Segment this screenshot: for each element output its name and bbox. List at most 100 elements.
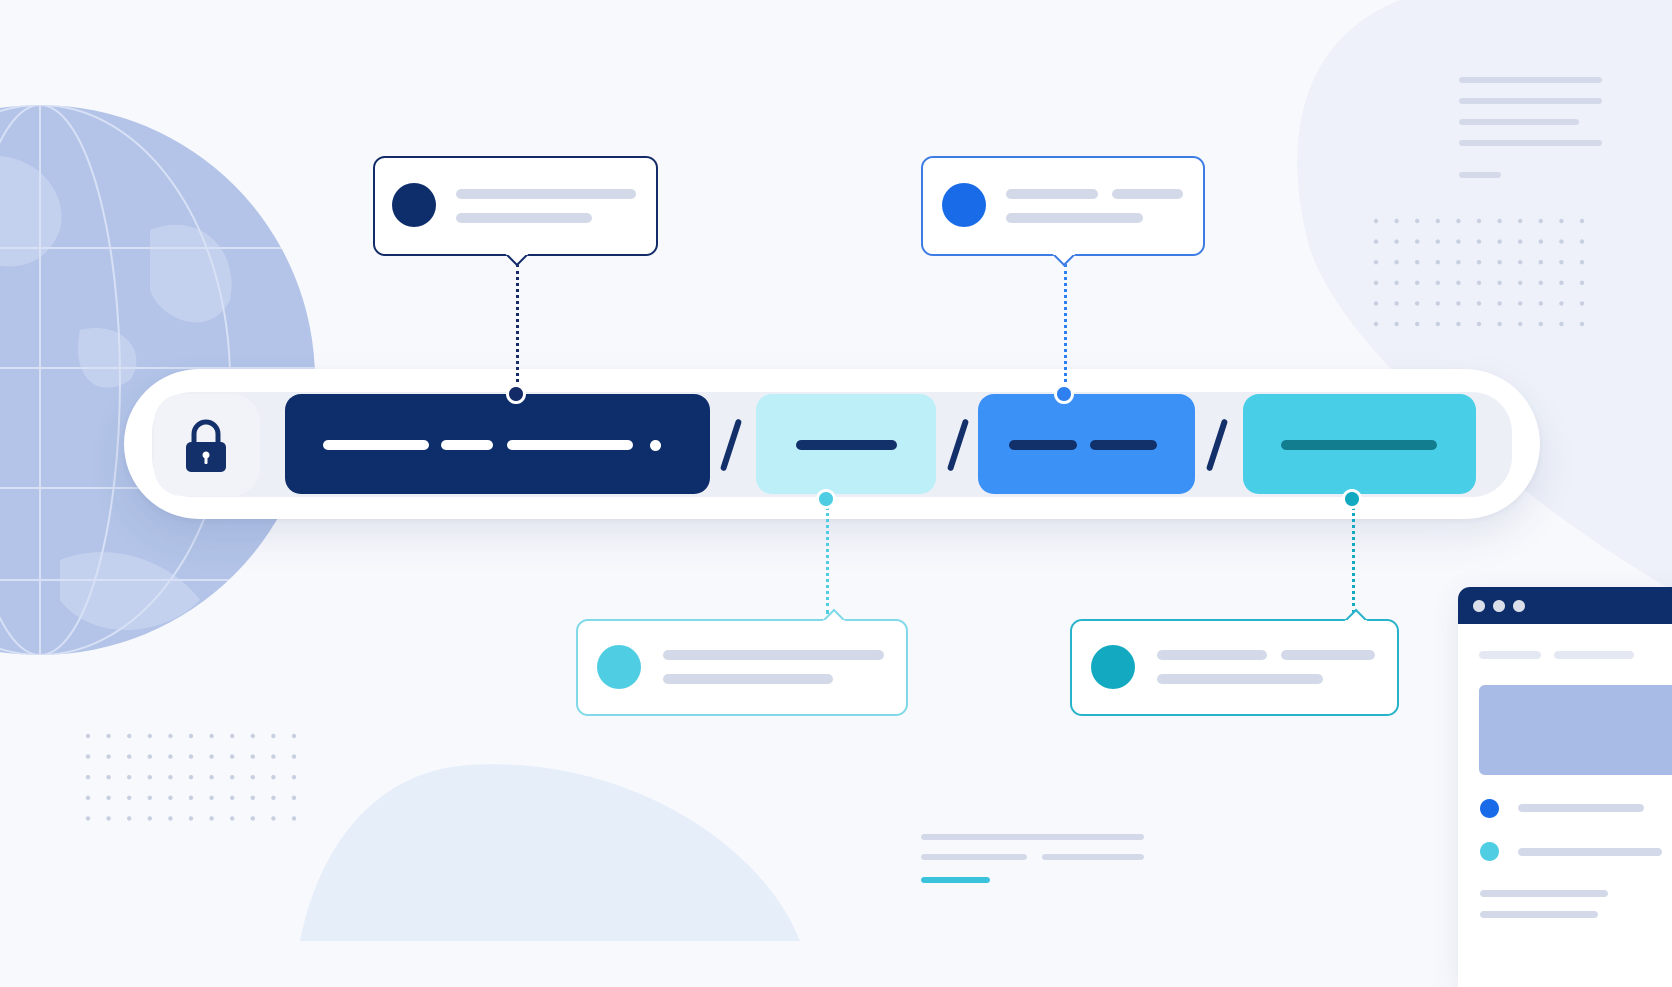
lock-icon — [186, 419, 226, 472]
placeholder-bar — [1479, 651, 1541, 659]
placeholder-bar — [1480, 890, 1608, 897]
grid-dot — [1538, 239, 1544, 244]
grid-dot — [188, 816, 194, 821]
grid-dot — [1394, 260, 1399, 265]
grid-dot — [230, 733, 235, 739]
list-bullet — [1480, 799, 1499, 818]
grid-dot — [271, 816, 276, 821]
grid-dot — [1394, 218, 1399, 224]
grid-dot — [1476, 301, 1482, 306]
grid-dot — [230, 795, 235, 800]
grid-dot — [85, 795, 91, 800]
grid-dot — [168, 775, 173, 780]
grid-dot — [147, 795, 152, 800]
placeholder-bar — [1157, 674, 1323, 684]
grid-dot — [1373, 301, 1379, 306]
grid-dot — [1497, 280, 1502, 285]
connector-line — [516, 264, 519, 388]
placeholder-bar — [507, 440, 633, 450]
placeholder-bar — [1480, 911, 1598, 918]
grid-dot — [1435, 280, 1441, 285]
grid-dot — [168, 733, 173, 739]
grid-dot — [291, 775, 297, 780]
grid-dot — [1415, 260, 1420, 265]
grid-dot — [291, 795, 297, 800]
placeholder-bar — [1554, 651, 1634, 659]
grid-dot — [168, 754, 173, 759]
grid-dot — [188, 754, 194, 759]
text-line — [1459, 119, 1579, 125]
callout-marker — [392, 183, 436, 227]
grid-dot — [250, 816, 255, 821]
connector-dot — [816, 489, 836, 509]
grid-dot — [1373, 321, 1379, 327]
grid-dot — [1373, 260, 1379, 265]
grid-dot — [250, 733, 255, 739]
text-line — [1459, 140, 1602, 146]
grid-dot — [1435, 218, 1441, 224]
grid-dot — [1559, 260, 1564, 265]
callout-marker — [597, 645, 641, 689]
grid-dot — [85, 754, 91, 759]
grid-dot — [106, 775, 111, 780]
grid-dot — [147, 733, 152, 739]
grid-dot — [1518, 239, 1523, 244]
background-decor — [300, 764, 800, 941]
grid-dot — [1456, 260, 1461, 265]
grid-dot — [1559, 301, 1564, 306]
grid-dot — [1456, 321, 1461, 327]
grid-dot — [291, 733, 297, 739]
grid-dot — [209, 775, 214, 780]
placeholder-bar — [796, 440, 897, 450]
placeholder-dot — [650, 440, 661, 451]
grid-dot — [106, 795, 111, 800]
grid-dot — [1456, 301, 1461, 306]
browser-window-header — [1458, 587, 1672, 624]
grid-dot — [127, 816, 132, 821]
grid-dot — [209, 816, 214, 821]
grid-dot — [1415, 321, 1420, 327]
grid-dot — [209, 733, 214, 739]
placeholder-bar — [1157, 650, 1267, 660]
grid-dot — [1518, 301, 1523, 306]
grid-dot — [1518, 280, 1523, 285]
grid-dot — [1456, 218, 1461, 224]
connector-line — [1064, 264, 1067, 388]
grid-dot — [1559, 239, 1564, 244]
placeholder-bar — [1009, 440, 1077, 450]
grid-dot — [1559, 280, 1564, 285]
placeholder-bar — [1090, 440, 1157, 450]
grid-dot — [209, 795, 214, 800]
grid-dot — [127, 754, 132, 759]
grid-dot — [1394, 321, 1399, 327]
text-line — [921, 854, 1027, 860]
grid-dot — [1476, 260, 1482, 265]
browser-window — [1458, 587, 1672, 987]
grid-dot — [1579, 218, 1585, 224]
grid-dot — [1579, 260, 1585, 265]
grid-dot — [1476, 239, 1482, 244]
text-line — [921, 834, 1144, 840]
grid-dot — [1538, 301, 1544, 306]
window-control-dot — [1493, 600, 1505, 612]
grid-dot — [1394, 280, 1399, 285]
grid-dot — [1538, 260, 1544, 265]
grid-dot — [1497, 218, 1502, 224]
grid-dot — [1456, 280, 1461, 285]
grid-dot — [147, 754, 152, 759]
grid-dot — [1394, 239, 1399, 244]
placeholder-bar — [1518, 848, 1662, 856]
grid-dot — [1373, 218, 1379, 224]
grid-dot — [1476, 280, 1482, 285]
grid-dot — [1435, 260, 1441, 265]
grid-dot — [106, 733, 111, 739]
grid-dot — [1497, 321, 1502, 327]
grid-dot — [188, 733, 194, 739]
grid-dot — [1435, 239, 1441, 244]
grid-dot — [1538, 218, 1544, 224]
grid-dot — [106, 816, 111, 821]
grid-dot — [230, 775, 235, 780]
grid-dot — [1579, 321, 1585, 327]
grid-dot — [1415, 218, 1420, 224]
connector-line — [826, 506, 829, 614]
